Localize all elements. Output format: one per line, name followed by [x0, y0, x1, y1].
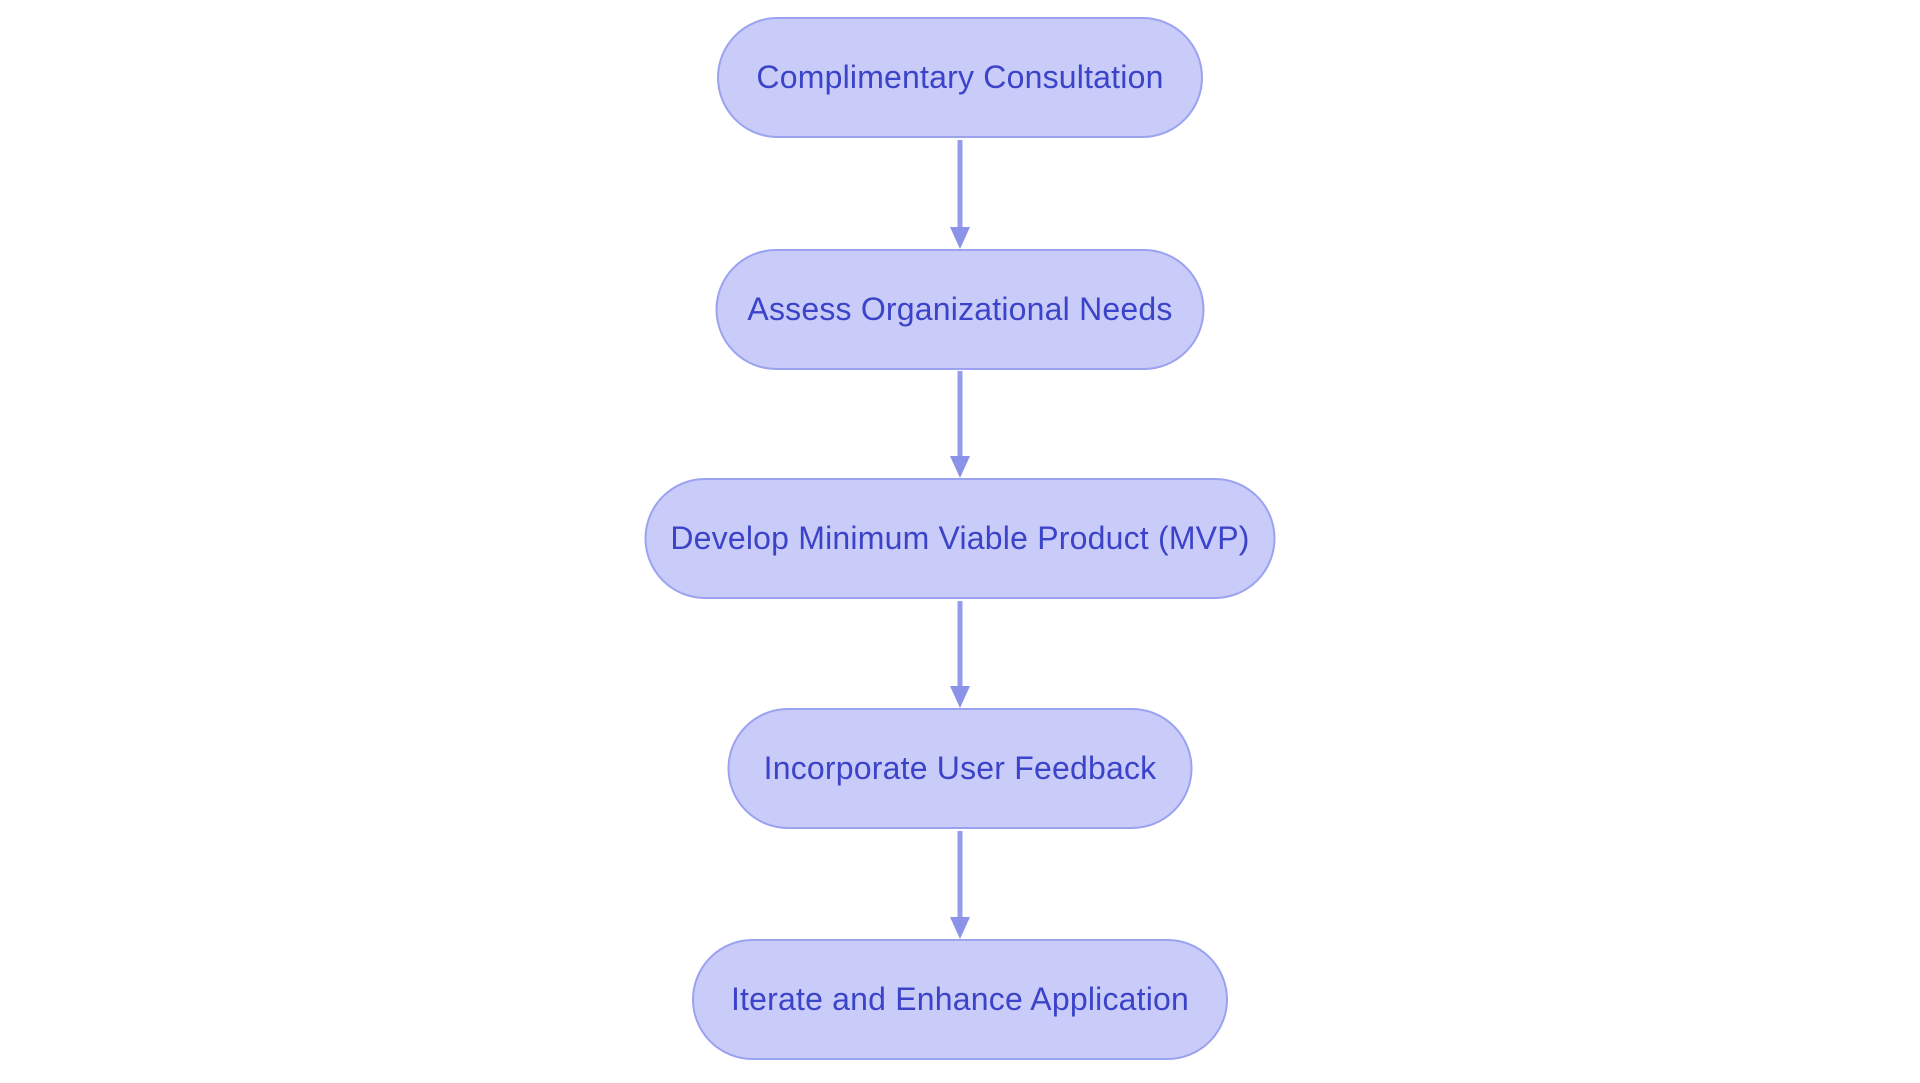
arrowhead-icon [950, 917, 970, 939]
arrow-step3-step4 [950, 601, 970, 708]
flow-node-label: Incorporate User Feedback [763, 750, 1157, 786]
arrow-step4-step5 [950, 831, 970, 939]
arrow-step1-step2 [950, 140, 970, 249]
flow-node-label: Complimentary Consultation [756, 59, 1164, 95]
flow-node-label: Develop Minimum Viable Product (MVP) [670, 520, 1250, 556]
flow-node-label: Assess Organizational Needs [747, 291, 1173, 327]
flow-node-step-3: Develop Minimum Viable Product (MVP) [644, 478, 1276, 599]
flow-node-step-2: Assess Organizational Needs [715, 249, 1205, 370]
arrowhead-icon [950, 686, 970, 708]
flow-node-step-5: Iterate and Enhance Application [692, 939, 1228, 1060]
flow-node-step-4: Incorporate User Feedback [727, 708, 1193, 829]
arrowhead-icon [950, 227, 970, 249]
arrowhead-icon [950, 456, 970, 478]
flow-node-label: Iterate and Enhance Application [730, 981, 1190, 1017]
arrow-step2-step3 [950, 371, 970, 478]
flow-node-step-1: Complimentary Consultation [717, 17, 1203, 138]
